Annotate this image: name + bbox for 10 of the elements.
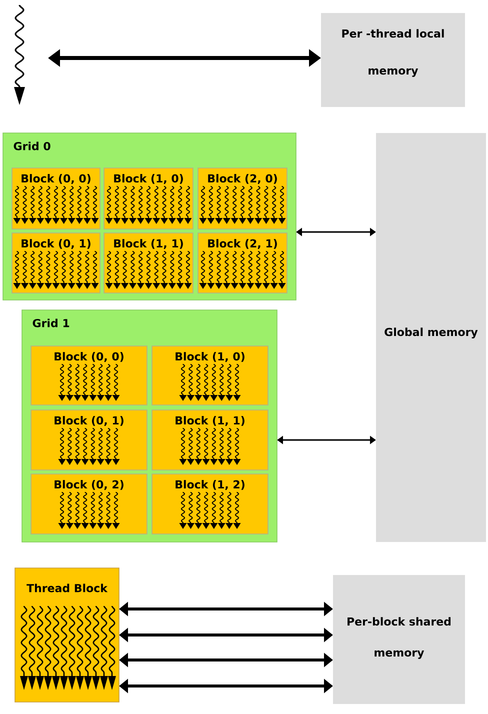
- block-box: Block (0, 2): [30, 474, 148, 534]
- block-box: Block (1, 0): [152, 346, 268, 406]
- block-box: Block (1, 1): [152, 410, 268, 470]
- block-box: Block (0, 0): [30, 346, 148, 406]
- memory-box: Global memory: [376, 133, 486, 542]
- memory-box: Per -thread local memory: [321, 13, 465, 107]
- block-box: Block (1, 2): [152, 474, 268, 534]
- memory-box: Per-block shared memory: [333, 575, 465, 704]
- block-box: Block (0, 1): [30, 410, 148, 470]
- wavy-arrow: [14, 4, 25, 105]
